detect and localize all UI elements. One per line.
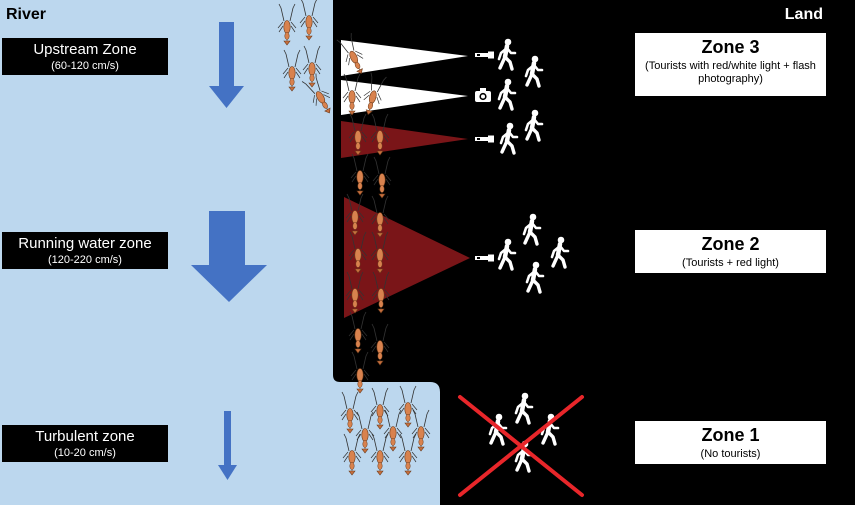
turbulent-zone-label: Turbulent zone (10-20 cm/s) xyxy=(2,425,168,462)
running-water-zone-label: Running water zone (120-220 cm/s) xyxy=(2,232,168,269)
zone-box-title: Zone 2 xyxy=(701,234,760,254)
zone-label-speed: (120-220 cm/s) xyxy=(48,254,122,266)
zone-box-desc: (No tourists) xyxy=(700,448,761,460)
land-area xyxy=(333,0,855,505)
zone-label-speed: (60-120 cm/s) xyxy=(51,60,119,72)
upstream-zone-label: Upstream Zone (60-120 cm/s) xyxy=(2,38,168,75)
river-heading: River xyxy=(6,6,47,23)
zone-label-title: Running water zone xyxy=(18,235,152,252)
white-light-beam xyxy=(341,40,468,76)
zone-3-box: Zone 3 (Tourists with red/white light + … xyxy=(635,33,826,96)
red-light-beam xyxy=(344,197,470,318)
down-arrow-icon xyxy=(218,411,237,480)
zone-1-box: Zone 1 (No tourists) xyxy=(635,421,826,464)
zone-label-speed: (10-20 cm/s) xyxy=(54,447,116,459)
forbidden-cross-icon xyxy=(458,395,584,497)
zone-box-desc: (Tourists with red/white light + flash p… xyxy=(645,60,816,86)
zone-2-box: Zone 2 (Tourists + red light) xyxy=(635,230,826,273)
land-heading: Land xyxy=(784,6,823,23)
red-light-beam xyxy=(341,121,468,158)
zone-box-title: Zone 3 xyxy=(701,37,760,57)
zone-label-title: Turbulent zone xyxy=(35,428,135,445)
zone-box-title: Zone 1 xyxy=(701,425,760,445)
down-arrow-icon xyxy=(209,22,244,108)
down-arrow-icon xyxy=(191,211,267,302)
zone-box-desc: (Tourists + red light) xyxy=(682,257,779,269)
zone-label-title: Upstream Zone xyxy=(33,41,137,58)
